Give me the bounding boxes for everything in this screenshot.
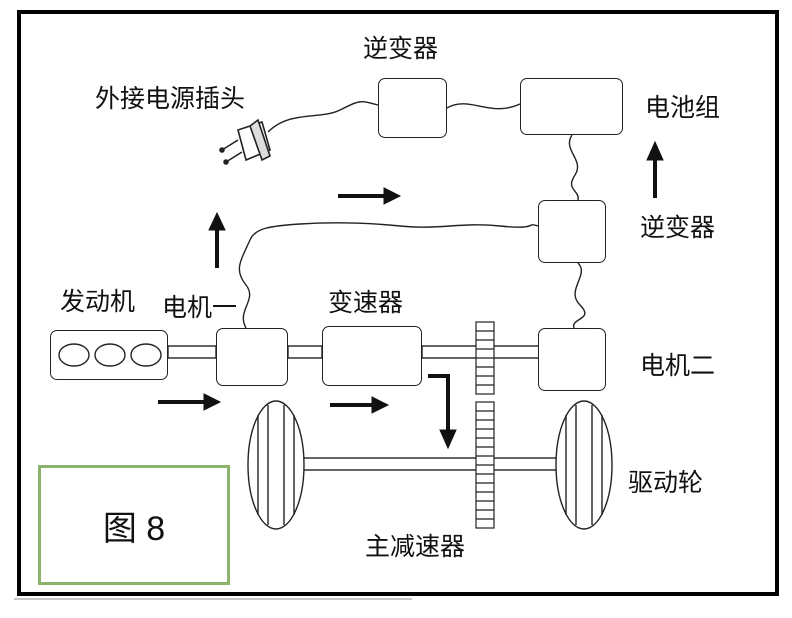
label-inverter-right: 逆变器: [640, 213, 716, 242]
inverter-top-box: [378, 78, 447, 138]
label-battery: 电池组: [645, 93, 721, 122]
battery-inverter-cable: [568, 134, 579, 201]
bottom-rule: [14, 598, 412, 600]
gear-lower: [475, 401, 495, 529]
label-motor2: 电机二: [640, 351, 716, 380]
label-external-plug: 外接电源插头: [95, 84, 246, 113]
plug-icon: [219, 118, 271, 165]
arrow-up-right-icon: [646, 140, 664, 198]
motor2-box: [538, 328, 606, 391]
inverter-motor2-cable: [573, 262, 586, 329]
motor1-box: [216, 328, 288, 386]
arrow-right-transmission-icon: [330, 396, 390, 414]
label-final-drive: 主减速器: [365, 532, 466, 561]
left-wheel: [247, 400, 305, 530]
battery-box: [520, 78, 623, 135]
inverter-battery-cable: [446, 103, 521, 110]
plug-cable: [267, 101, 379, 133]
figure-caption: 图 8: [102, 509, 166, 548]
arrow-up-left-icon: [208, 211, 226, 268]
label-transmission: 变速器: [328, 288, 404, 317]
diagram-frame: [17, 10, 779, 596]
arrow-down-icon: [428, 374, 457, 450]
right-wheel: [555, 400, 613, 530]
arrow-right-top-icon: [338, 187, 402, 205]
figure-caption-box: 图 8: [38, 465, 230, 585]
engine-cylinders: [58, 343, 162, 367]
transmission-box: [322, 326, 422, 386]
motor1-inverter-cable: [238, 222, 539, 329]
engine-box: [50, 330, 168, 380]
gear-upper: [475, 321, 495, 395]
label-engine: 发动机: [60, 287, 136, 316]
label-inverter-top: 逆变器: [363, 34, 439, 63]
inverter-right-box: [538, 200, 606, 263]
label-drive-wheels: 驱动轮: [628, 468, 704, 497]
label-motor1: 电机一: [162, 293, 238, 322]
arrow-right-engine-icon: [158, 393, 222, 411]
